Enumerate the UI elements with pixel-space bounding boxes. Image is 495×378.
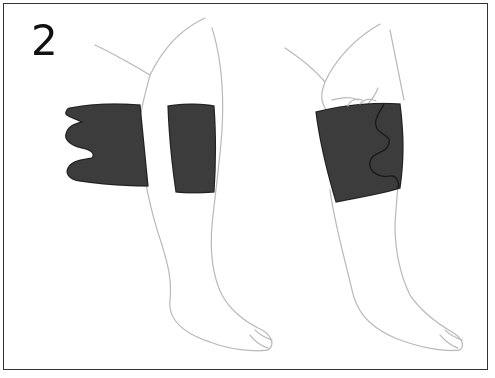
calf-wrap-closed (316, 99, 403, 202)
calf-pad (168, 104, 216, 193)
calf-wrap-open (66, 104, 148, 186)
